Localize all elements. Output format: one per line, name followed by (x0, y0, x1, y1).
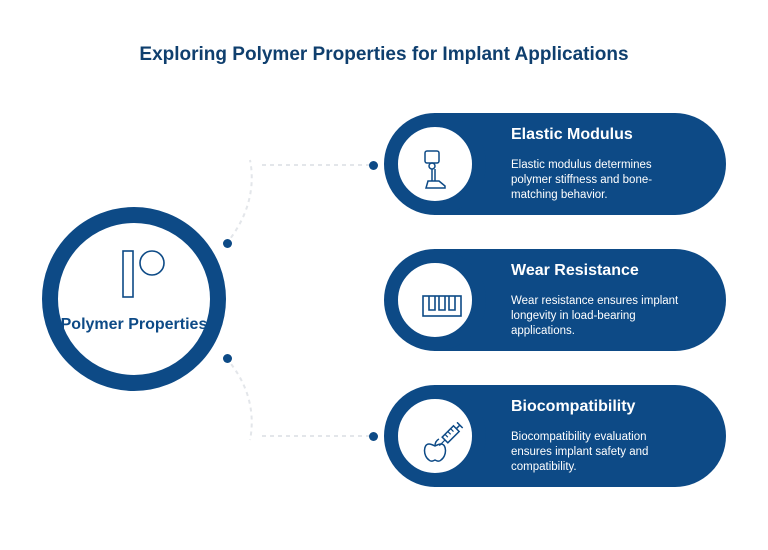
property-card-elastic-modulus: Elastic Modulus Elastic modulus determin… (384, 113, 726, 215)
card-icon-circle (384, 385, 486, 487)
connector-dot-card-1 (369, 161, 378, 170)
page-title: Exploring Polymer Properties for Implant… (139, 44, 629, 65)
connector-arc-bottom (225, 357, 253, 441)
card-description: Biocompatibility evaluation ensures impl… (511, 431, 649, 473)
wear-pattern-icon (421, 286, 463, 331)
connector-dot-bottom (223, 354, 232, 363)
property-card-wear-resistance: Wear Resistance Wear resistance ensures … (384, 249, 726, 351)
property-card-biocompatibility: Biocompatibility Biocompatibility evalua… (384, 385, 726, 487)
prosthetic-leg-icon (421, 150, 449, 195)
connector-arc-top (225, 159, 253, 245)
connector-dot-card-3 (369, 432, 378, 441)
card-title: Biocompatibility (511, 398, 636, 415)
card-icon-circle (384, 249, 486, 351)
card-description: Wear resistance ensures implant longevit… (511, 295, 679, 337)
syringe-apple-icon (421, 421, 465, 469)
connector-dot-top (223, 239, 232, 248)
polymer-p-icon (120, 249, 166, 304)
card-title: Elastic Modulus (511, 126, 633, 143)
card-title: Wear Resistance (511, 262, 639, 279)
card-icon-circle (384, 113, 486, 215)
hub-circle: Polymer Properties (42, 207, 226, 391)
hub-label: Polymer Properties (60, 316, 208, 333)
card-description: Elastic modulus determines polymer stiff… (511, 159, 653, 201)
